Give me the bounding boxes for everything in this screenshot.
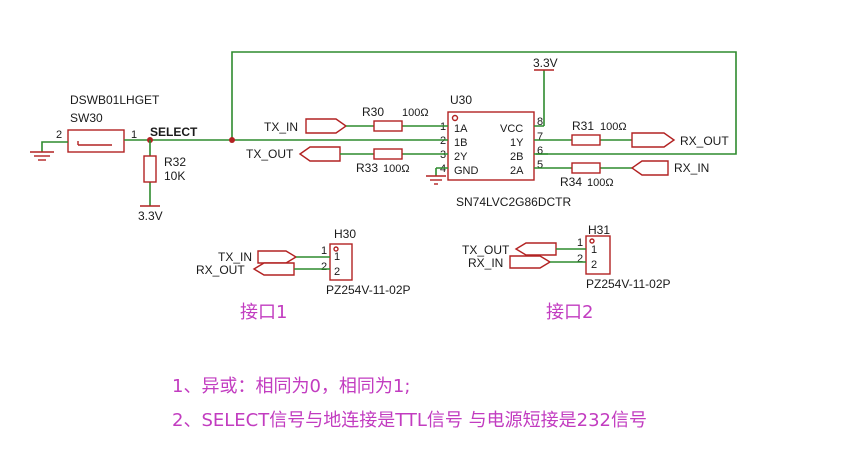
r31-ref-label: R31: [572, 119, 594, 133]
h30-pin1-num: 1: [321, 245, 327, 257]
ic-right-pin-stubs: [534, 125, 548, 169]
h31-sig1-label: TX_OUT: [462, 243, 510, 257]
port-tx-out: TX_OUT: [246, 146, 341, 162]
switch-ground-wire: [41, 141, 68, 152]
h30-sig1-label: TX_IN: [218, 250, 252, 264]
switch-part-label: DSWB01LHGET: [70, 93, 160, 107]
port-rx-in: RX_IN: [630, 160, 709, 176]
r33-value-label: 100Ω: [383, 163, 410, 175]
switch-body: [67, 129, 125, 153]
port-rx-out: RX_OUT: [631, 132, 729, 148]
h31-sig2-label: RX_IN: [468, 256, 503, 270]
h30-pin1-dot: [333, 246, 339, 252]
h31-ref-label: H31: [588, 223, 610, 237]
port-rx-out-label: RX_OUT: [680, 134, 729, 148]
port-rx-in-label: RX_IN: [674, 161, 709, 175]
h30-arrow-rx-out: [252, 262, 295, 276]
header-h31: H31 1 2 1 2 PZ254V-11-02P TX_OUT RX_IN: [462, 223, 671, 291]
junction-select-loop: [229, 137, 235, 143]
switch-symbol: [77, 141, 112, 146]
note-line-1: 1、异或：相同为0，相同为1;: [172, 376, 410, 397]
ic-pin-name-VCC: VCC: [500, 123, 523, 135]
ic-pin-name-1Y: 1Y: [510, 137, 524, 149]
r32-body: [143, 155, 157, 183]
h30-body: [329, 243, 353, 281]
h31-wires: [550, 248, 586, 263]
ic-pin-num-2: 2: [440, 135, 446, 147]
r30-value-label: 100Ω: [402, 107, 429, 119]
r34-body: [571, 162, 601, 174]
h31-arrow-rx-in: [509, 255, 552, 269]
h31-pin1-inner: 1: [591, 244, 597, 256]
port-tx-in: TX_IN: [264, 118, 348, 134]
port-tx-out-label: TX_OUT: [246, 147, 294, 161]
h30-sig2-label: RX_OUT: [196, 263, 245, 277]
h30-caption: 接口1: [240, 302, 287, 323]
ground-symbol-sw: [30, 151, 54, 161]
ic-ref-label: U30: [450, 93, 472, 107]
switch-ref-label: SW30: [70, 111, 103, 125]
switch-sw30: DSWB01LHGET SW30 2 1: [56, 93, 160, 153]
r30-body: [373, 120, 403, 132]
r31-value-label: 100Ω: [600, 121, 627, 133]
ground-symbol-ic: [426, 175, 446, 185]
ic-part-label: SN74LVC2G86DCTR: [456, 195, 571, 209]
r30-ref-label: R30: [362, 105, 384, 119]
h31-part-label: PZ254V-11-02P: [586, 277, 671, 291]
h31-caption: 接口2: [546, 302, 593, 323]
vcc-label-bottom: 3.3V: [138, 209, 163, 223]
ic-pin-num-5: 5: [537, 159, 543, 171]
ic-pin-name-2B: 2B: [510, 151, 523, 163]
r32-ref-label: R32: [164, 155, 186, 169]
ic-pin-name-1B: 1B: [454, 137, 467, 149]
ic-pin-num-7: 7: [537, 131, 543, 143]
switch-pin2-label: 2: [56, 129, 62, 141]
h31-arrow-tx-out: [514, 242, 557, 256]
r34-value-label: 100Ω: [587, 177, 614, 189]
h31-pin1-num: 1: [577, 237, 583, 249]
h30-arrow-tx-in: [257, 250, 298, 264]
select-feedback-wire: [231, 51, 737, 155]
ic-pin-num-6: 6: [537, 145, 543, 157]
note-line-2: 2、SELECT信号与地连接是TTL信号 与电源短接是232信号: [172, 410, 647, 431]
switch-pin1-label: 1: [131, 129, 137, 141]
ic-u30: U30 1A 1B 2Y GND 1 2 3 4 VCC 1Y 2B 2A 8 …: [440, 93, 571, 209]
r33-ref-label: R33: [356, 161, 378, 175]
ic-pin-num-1: 1: [440, 121, 446, 133]
ic-body: [447, 111, 535, 181]
header-h30: H30 1 2 1 2 PZ254V-11-02P TX_IN RX_OUT: [196, 227, 411, 297]
r33-body: [373, 148, 403, 160]
h30-pin2-inner: 2: [334, 266, 340, 278]
r34-ref-label: R34: [560, 175, 582, 189]
h30-part-label: PZ254V-11-02P: [326, 283, 411, 297]
r31-body: [571, 134, 601, 146]
ic-pin-num-4: 4: [440, 163, 446, 175]
vcc-label-top: 3.3V: [533, 56, 558, 70]
h30-pin1-inner: 1: [334, 251, 340, 263]
h31-pin2-inner: 2: [591, 259, 597, 271]
ic-pin-num-8: 8: [537, 116, 543, 128]
h31-pin2-num: 2: [577, 253, 583, 265]
ic-pin-name-GND: GND: [454, 165, 479, 177]
h30-wires: [294, 256, 330, 270]
h30-pin2-num: 2: [321, 261, 327, 273]
h30-ref-label: H30: [334, 227, 356, 241]
ic-pin-name-2A: 2A: [510, 165, 524, 177]
ic-pin1-dot: [451, 114, 459, 122]
select-net-label: SELECT: [150, 125, 198, 139]
port-tx-in-label: TX_IN: [264, 120, 298, 134]
ic-left-pin-stubs: [436, 125, 448, 169]
ic-pin-name-1A: 1A: [454, 123, 468, 135]
r32-value-label: 10K: [164, 169, 185, 183]
ic-pin-name-2Y: 2Y: [454, 151, 468, 163]
ic-pin-num-3: 3: [440, 149, 446, 161]
h31-pin1-dot: [589, 238, 595, 244]
